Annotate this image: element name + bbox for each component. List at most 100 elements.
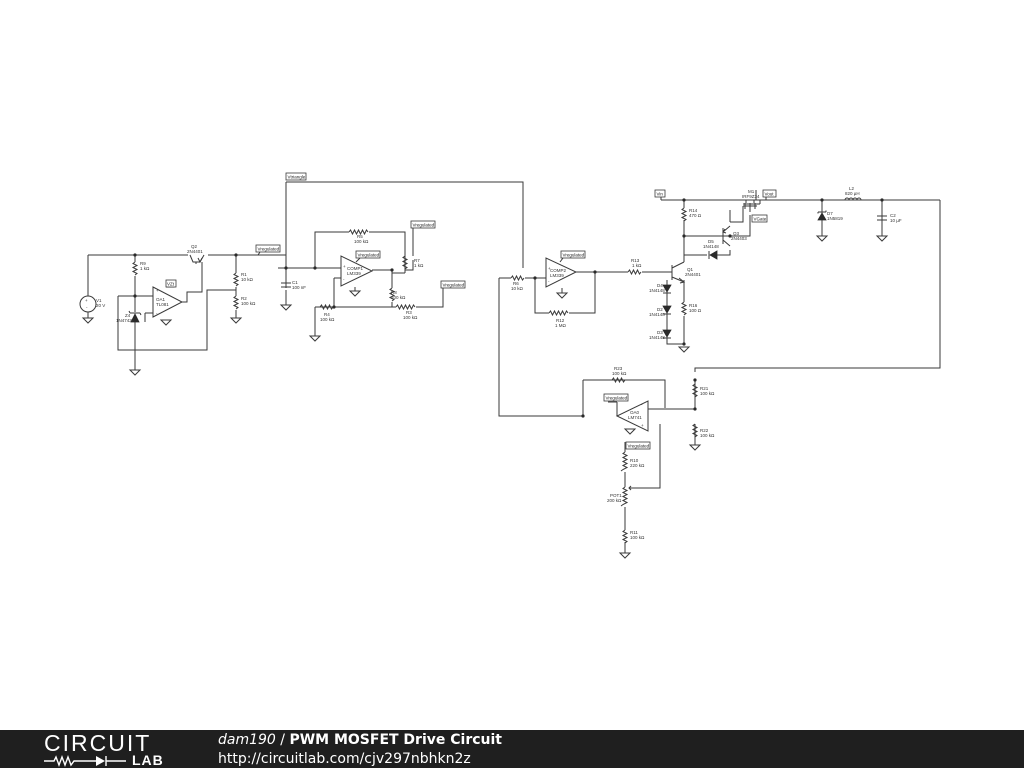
resistor-r22[interactable]: R22 100 kΩ <box>691 423 715 438</box>
wires <box>87 181 941 553</box>
resistor-r10[interactable]: R10 220 kΩ <box>620 451 645 472</box>
r6-name: R6 <box>513 281 519 286</box>
circuit-title[interactable]: PWM MOSFET Drive Circuit <box>289 732 502 748</box>
comp1-plus: + <box>343 264 346 269</box>
oa0-value: LM741 <box>628 415 642 420</box>
tag-vgate[interactable]: VGate <box>751 214 768 223</box>
diode-d3[interactable]: D3 1N4148 <box>649 329 672 340</box>
tag-vregulated-6[interactable]: Vregulated <box>603 393 629 402</box>
resistor-r7[interactable]: R7 1 kΩ <box>401 255 424 270</box>
capacitor-c2[interactable]: C2 10 µF <box>877 213 902 223</box>
tag-vout[interactable]: Vout <box>762 189 777 200</box>
tag-vregulated-5-label: Vregulated <box>563 253 585 258</box>
circuitlab-logo-icon <box>44 755 126 767</box>
tag-vregulated-3[interactable]: Vregulated <box>410 220 436 256</box>
mosfet-m1[interactable]: M1 IRF9Z34 <box>742 189 760 212</box>
resistor-r4[interactable]: R4 100 kΩ <box>319 303 335 322</box>
resistor-r8[interactable]: R8 100 kΩ <box>388 287 406 302</box>
tag-vregulated-4-label: Vregulated <box>443 283 465 288</box>
c1-name: C1 <box>292 280 298 285</box>
v1-minus: - <box>86 305 88 310</box>
resistor-r9[interactable]: R9 1 kΩ <box>131 261 150 276</box>
resistor-r1[interactable]: R1 10 kΩ <box>232 272 254 287</box>
r1-value: 10 kΩ <box>241 277 254 282</box>
r9-name: R9 <box>140 261 146 266</box>
q3-value: 2N4403 <box>731 236 747 241</box>
d3-name: D3 <box>657 330 663 335</box>
diode-d4[interactable]: D4 1N4148 <box>649 283 672 294</box>
resistor-r12[interactable]: R12 1 MΩ <box>548 309 569 328</box>
circuitlab-logo-text[interactable]: CIRCUIT <box>44 730 152 756</box>
r9-value: 1 kΩ <box>140 266 150 271</box>
comp1-name: COMP1 <box>347 266 364 271</box>
tag-vregulated-2[interactable]: Vregulated <box>355 250 381 263</box>
capacitor-c1[interactable]: C1 100 nF <box>281 280 306 290</box>
r23-value: 100 kΩ <box>612 371 627 376</box>
tag-vregulated-7[interactable]: Vregulated <box>625 441 651 450</box>
comparator-comp2[interactable]: + - COMP2 LM339 <box>545 257 578 288</box>
r14-name: R14 <box>689 208 698 213</box>
tag-vtriangle-label: Vtriangle <box>288 175 306 180</box>
resistor-r2[interactable]: R2 100 kΩ <box>232 295 256 310</box>
author-link[interactable]: dam190 <box>218 732 276 748</box>
r11-name: R11 <box>630 530 638 535</box>
comp2-name: COMP2 <box>550 268 567 273</box>
circuitlab-logo-lab: LAB <box>132 752 164 768</box>
opamp-oa0[interactable]: - + OA0 LM741 <box>615 400 649 432</box>
tag-vtriangle[interactable]: Vtriangle <box>285 172 307 181</box>
tag-vregulated-4[interactable]: Vregulated <box>440 280 466 289</box>
r3-value: 100 kΩ <box>403 315 418 320</box>
r22-name: R22 <box>700 428 709 433</box>
oa1-name: OA1 <box>156 297 166 302</box>
tag-vregulated-1[interactable]: Vregulated <box>255 244 281 256</box>
r5-name: R5 <box>357 234 363 239</box>
resistor-r3[interactable]: R3 100 kΩ <box>395 303 418 320</box>
source-v1[interactable]: + - V1 20 V <box>79 295 105 313</box>
resistor-r6[interactable]: R6 10 kΩ <box>510 274 525 291</box>
tag-vregulated-3-label: Vregulated <box>413 223 435 228</box>
r21-value: 100 kΩ <box>700 391 715 396</box>
inductor-l2[interactable]: L2 820 µH <box>844 186 862 201</box>
footer-bar: CIRCUIT LAB dam190 / PWM MOSFET Drive Ci… <box>0 730 1024 768</box>
oa1-plus: + <box>156 288 159 293</box>
r21-name: R21 <box>700 386 709 391</box>
zener-z4[interactable]: Z4 1N4742A <box>116 310 142 323</box>
r16-name: R16 <box>689 303 698 308</box>
r2-value: 100 kΩ <box>241 301 256 306</box>
r10-value: 220 kΩ <box>630 463 645 468</box>
resistor-r13[interactable]: R13 1 kΩ <box>627 258 642 276</box>
transistor-q3[interactable]: Q3 2N4403 <box>722 225 747 247</box>
resistor-r21[interactable]: R21 100 kΩ <box>691 383 715 398</box>
resistor-r14[interactable]: R14 470 Ω <box>680 207 702 222</box>
transistor-q1[interactable]: Q1 2N4401 <box>671 261 701 284</box>
resistor-r11[interactable]: R11 100 kΩ <box>621 529 645 544</box>
r10-name: R10 <box>630 458 639 463</box>
tag-vzt[interactable]: VZt <box>165 279 177 288</box>
d7-value: 1N5819 <box>827 216 843 221</box>
circuit-url[interactable]: http://circuitlab.com/cjv297nbhkn2z <box>218 751 471 767</box>
tag-vregulated-5[interactable]: Vregulated <box>559 250 586 263</box>
resistor-r23[interactable]: R23 100 kΩ <box>611 366 627 384</box>
tag-vin-label: Vin <box>657 192 664 197</box>
opamp-oa1[interactable]: + - OA1 TL081 <box>152 286 184 318</box>
resistor-r16[interactable]: R16 100 Ω <box>680 301 702 316</box>
resistor-r5[interactable]: R5 100 kΩ <box>348 228 369 244</box>
diode-d5[interactable]: D5 1N4148 <box>703 239 719 260</box>
schematic-canvas[interactable]: + - V1 20 V R9 1 kΩ Z4 1N4742A + - OA1 T… <box>0 0 1024 730</box>
potentiometer-pot1[interactable]: POT1 200 kΩ <box>607 485 635 507</box>
r2-name: R2 <box>241 296 247 301</box>
oa0-minus: - <box>641 402 643 407</box>
transistor-q2[interactable]: Q2 2N4401 <box>187 244 205 264</box>
v1-plus: + <box>85 298 88 303</box>
diode-d7[interactable]: D7 1N5819 <box>817 210 843 222</box>
tag-vin[interactable]: Vin <box>654 189 666 200</box>
tag-vregulated-1-label: Vregulated <box>258 247 280 252</box>
diode-d2[interactable]: D2 1N4148 <box>649 305 672 317</box>
comp2-minus: - <box>548 279 550 284</box>
d7-name: D7 <box>827 211 833 216</box>
r13-value: 1 kΩ <box>632 263 642 268</box>
comp2-value: LM339 <box>550 273 564 278</box>
tag-vregulated-6-label: Vregulated <box>606 396 628 401</box>
d4-value: 1N4148 <box>649 288 665 293</box>
comparator-comp1[interactable]: + - COMP1 LM339 <box>340 255 374 287</box>
